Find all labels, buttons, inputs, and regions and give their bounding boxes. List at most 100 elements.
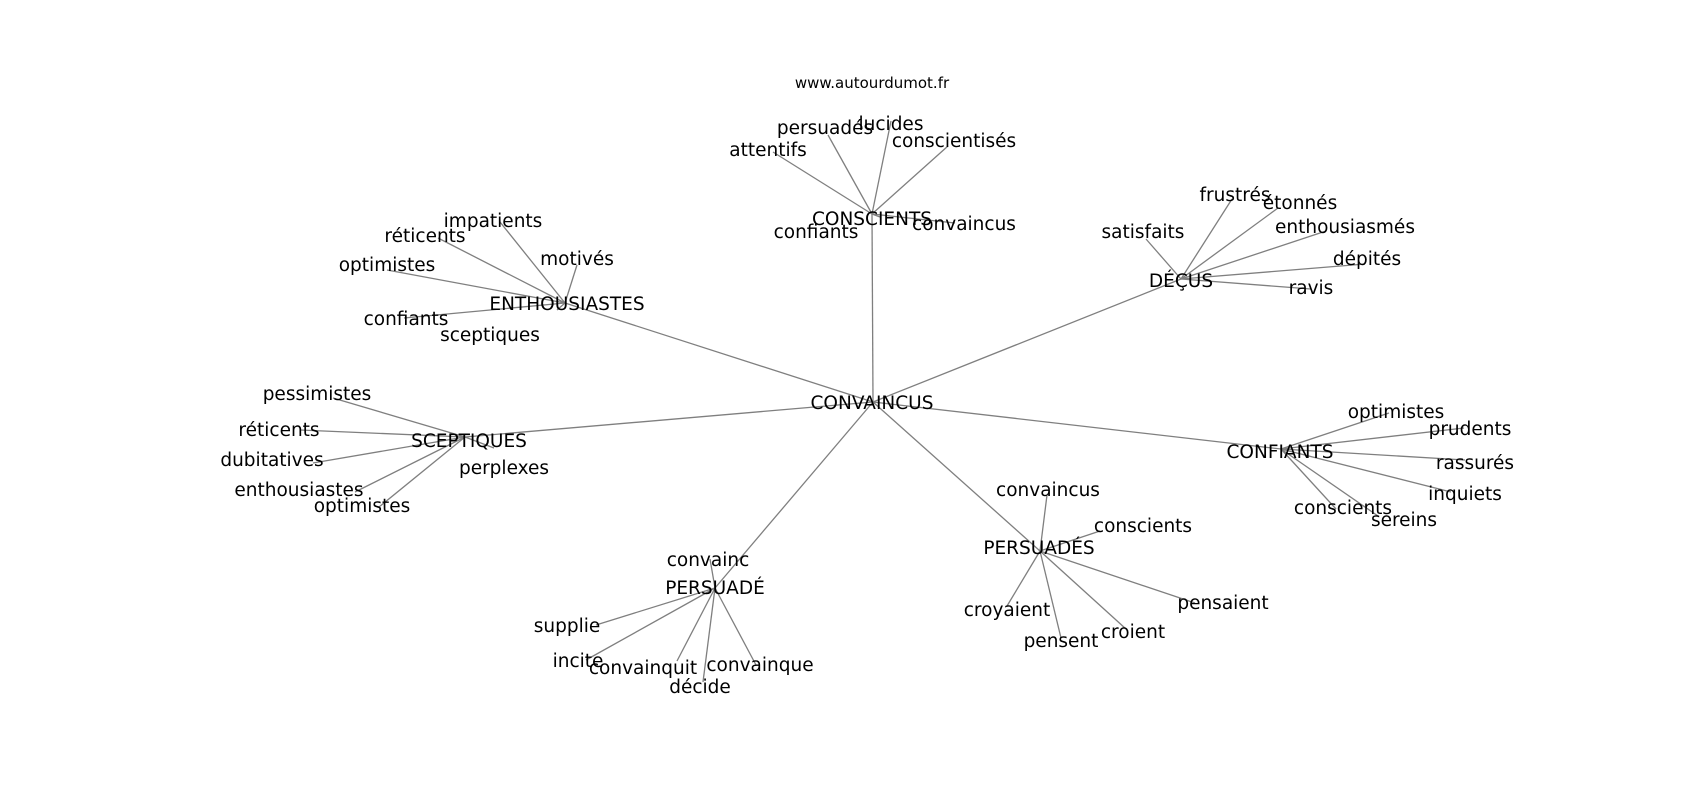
edge-persuades-convaincus [1039, 494, 1048, 552]
leaf-node-conscients-confiants[interactable]: confiants [774, 222, 859, 243]
leaf-node-confiants-conscients[interactable]: conscients [1294, 498, 1392, 519]
leaf-node-persuade-convainc[interactable]: convainc [667, 550, 750, 571]
edge-root-persuades [872, 401, 1041, 552]
hub-node-persuades[interactable]: PERSUADÉS [983, 537, 1094, 559]
edge-persuade-supplie [595, 587, 716, 626]
leaf-node-conscients-lucides[interactable]: lucides [859, 114, 924, 135]
edge-sceptiques-optimistes [378, 436, 466, 508]
root-node-label[interactable]: CONVAINCUS [811, 393, 934, 414]
leaf-node-persuades-croyaient[interactable]: croyaient [964, 600, 1050, 621]
edge-sceptiques-perplexes [464, 436, 495, 449]
leaf-node-decus-depites[interactable]: dépités [1333, 249, 1401, 270]
leaf-node-confiants-prudents[interactable]: prudents [1429, 419, 1512, 440]
leaf-node-enthousiastes-confiants[interactable]: confiants [364, 309, 449, 330]
leaf-node-confiants-inquiets[interactable]: inquiets [1428, 484, 1502, 505]
edge-persuades-croyaient [1006, 550, 1041, 607]
edge-persuades-pensent [1039, 550, 1062, 639]
leaf-node-sceptiques-reticents[interactable]: réticents [238, 420, 319, 441]
leaf-node-confiants-optimistes[interactable]: optimistes [1348, 402, 1445, 423]
edge-conscients-persuades [827, 134, 873, 215]
leaf-node-persuade-decide[interactable]: décide [669, 677, 731, 698]
edge-root-conscients [871, 213, 874, 403]
edge-enthousiastes-motives [564, 264, 578, 304]
leaf-node-enthousiastes-optimistes[interactable]: optimistes [339, 255, 436, 276]
edge-persuade-convainc [709, 558, 716, 589]
edges-layer [299, 120, 1466, 683]
leaf-node-enthousiastes-motives[interactable]: motivés [540, 249, 614, 270]
leaf-node-persuade-supplie[interactable]: supplie [534, 616, 601, 637]
edge-confiants-conscients [1280, 448, 1337, 510]
leaf-node-conscients-attentifs[interactable]: attentifs [729, 140, 807, 161]
edge-conscients-confiants [871, 213, 881, 218]
leaf-node-enthousiastes-impatients[interactable]: impatients [444, 211, 543, 232]
edge-decus-etonnes [1180, 207, 1279, 280]
edge-confiants-optimistes [1280, 412, 1390, 450]
leaf-node-confiants-sereins[interactable]: sereins [1371, 510, 1437, 531]
edge-confiants-rassures [1280, 448, 1466, 461]
leaf-node-enthousiastes-reticents[interactable]: réticents [384, 226, 465, 247]
edge-sceptiques-reticents [299, 429, 466, 438]
leaf-node-persuades-croient[interactable]: croient [1101, 622, 1165, 643]
leaf-node-persuades-conscients[interactable]: conscients [1094, 516, 1192, 537]
leaf-node-persuade-incite[interactable]: incite [553, 651, 604, 672]
edge-enthousiastes-reticents [437, 237, 566, 304]
edge-persuades-croient [1039, 550, 1127, 630]
edge-persuade-convainque [714, 587, 757, 666]
edge-confiants-sereins [1280, 448, 1379, 517]
edge-decus-frustres [1180, 198, 1233, 280]
edge-sceptiques-dubitatives [312, 436, 466, 464]
edge-confiants-inquiets [1280, 448, 1452, 493]
edge-persuade-convainquit [676, 587, 716, 662]
leaf-node-sceptiques-enthousiastes[interactable]: enthousiastes [234, 480, 363, 501]
edge-sceptiques-enthousiastes [354, 436, 466, 493]
hub-node-decus[interactable]: DÉÇUS [1149, 270, 1213, 292]
leaf-node-conscients-persuades[interactable]: persuadés [777, 118, 873, 139]
edge-persuades-conscients [1039, 530, 1101, 552]
leaf-node-persuades-pensaient[interactable]: pensaient [1177, 593, 1268, 614]
edge-enthousiastes-optimistes [386, 269, 566, 304]
edge-enthousiastes-sceptiques [556, 302, 566, 311]
hub-node-confiants[interactable]: CONFIANTS [1227, 442, 1334, 463]
edge-sceptiques-pessimistes [332, 397, 466, 438]
leaf-node-conscients-conscientises[interactable]: conscientisés [892, 131, 1016, 152]
leaf-node-decus-frustres[interactable]: frustrés [1200, 185, 1271, 206]
hub-node-conscients[interactable]: CONSCIENTS [812, 209, 932, 230]
leaf-node-enthousiastes-sceptiques[interactable]: sceptiques [440, 325, 540, 346]
edge-decus-satisfaits [1145, 238, 1182, 280]
edge-enthousiastes-impatients [499, 221, 566, 304]
leaf-node-persuade-convainquit[interactable]: convainquit [589, 658, 697, 679]
leaf-node-decus-etonnes[interactable]: étonnés [1263, 193, 1337, 214]
edge-root-persuade [714, 401, 874, 589]
leaf-node-sceptiques-optimistes[interactable]: optimistes [314, 496, 411, 517]
edge-conscients-convaincus [871, 213, 956, 224]
edge-confiants-prudents [1280, 427, 1465, 450]
hub-node-sceptiques[interactable]: SCEPTIQUES [411, 431, 527, 452]
edge-conscients-conscientises [871, 145, 949, 215]
edge-root-sceptiques [464, 401, 874, 438]
edge-enthousiastes-confiants [403, 302, 566, 319]
leaf-node-sceptiques-pessimistes[interactable]: pessimistes [263, 384, 372, 405]
leaf-node-decus-satisfaits[interactable]: satisfaits [1102, 222, 1185, 243]
leaf-node-sceptiques-dubitatives[interactable]: dubitatives [220, 450, 323, 471]
edge-decus-enthousiasmes [1180, 230, 1327, 280]
leaf-node-persuades-pensent[interactable]: pensent [1024, 631, 1099, 652]
leaf-node-conscients-convaincus[interactable]: convaincus [912, 214, 1016, 235]
edge-root-enthousiastes [564, 302, 874, 403]
leaf-node-confiants-rassures[interactable]: rassurés [1436, 453, 1514, 474]
hub-node-persuade[interactable]: PERSUADÉ [665, 577, 765, 599]
edge-decus-depites [1180, 263, 1366, 280]
edge-conscients-attentifs [772, 151, 873, 215]
hub-node-enthousiastes[interactable]: ENTHOUSIASTES [489, 294, 644, 315]
edge-conscients-lucides [871, 120, 892, 215]
edge-persuade-incite [585, 587, 716, 661]
edge-root-decus [872, 278, 1182, 403]
leaf-node-sceptiques-perplexes[interactable]: perplexes [459, 458, 549, 479]
leaf-node-decus-ravis[interactable]: ravis [1289, 278, 1334, 299]
edge-root-confiants [872, 401, 1282, 450]
site-watermark: www.autourdumot.fr [795, 74, 950, 92]
leaf-node-persuade-convainque[interactable]: convainque [706, 655, 813, 676]
leaf-node-persuades-convaincus[interactable]: convaincus [996, 480, 1100, 501]
leaf-node-decus-enthousiasmes[interactable]: enthousiasmés [1275, 217, 1415, 238]
edge-persuades-pensaient [1039, 550, 1196, 604]
